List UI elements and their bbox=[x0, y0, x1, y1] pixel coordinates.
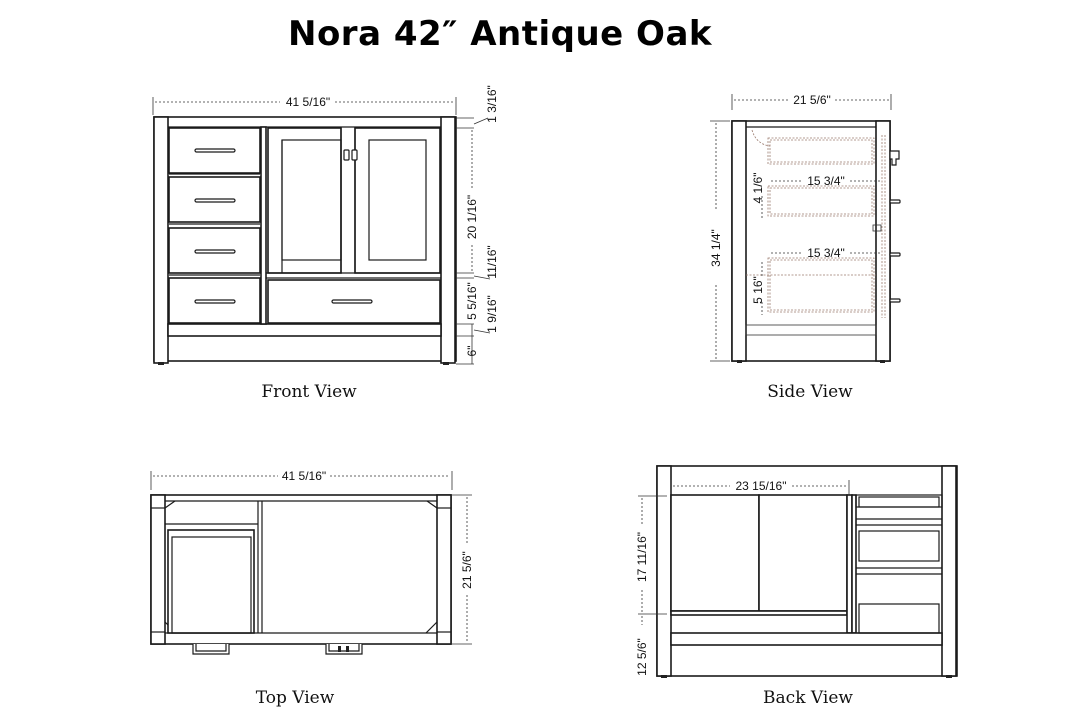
front-bottom-drawer-dim: 5 5/16" bbox=[465, 282, 479, 320]
top-width-dim: 41 5/16" bbox=[282, 469, 326, 483]
top-view: 41 5/16" 21 5/6" To bbox=[150, 469, 474, 708]
back-opening-width-dim: 23 15/16" bbox=[736, 479, 787, 493]
side-upper-drawer-height-dim: 4 1/6" bbox=[751, 173, 765, 204]
front-view: 41 5/16" bbox=[152, 85, 499, 402]
front-bottom-rail-dim: 1 9/16" bbox=[485, 295, 499, 333]
side-view-caption: Side View bbox=[767, 382, 853, 402]
side-lower-drawer-height-dim: 5 16" bbox=[751, 276, 765, 304]
side-depth-dim: 21 5/6" bbox=[793, 93, 831, 107]
side-lower-drawer-depth-dim: 15 3/4" bbox=[807, 246, 845, 260]
top-view-caption: Top View bbox=[256, 688, 335, 708]
back-base-height-dim: 12 5/6" bbox=[635, 638, 649, 676]
top-depth-dim: 21 5/6" bbox=[460, 551, 474, 589]
back-opening-height-dim: 17 11/16" bbox=[635, 532, 649, 582]
front-leg-dim: 6" bbox=[465, 346, 479, 357]
side-height-dim: 34 1/4" bbox=[709, 229, 723, 267]
front-width-dim: 41 5/16" bbox=[286, 95, 330, 109]
side-view: 21 5/6" 34 1/4" 15 3/4" 4 1/6" bbox=[709, 93, 901, 402]
page-title: Nora 42″ Antique Oak bbox=[287, 14, 713, 54]
front-top-rail-dim: 1 3/16" bbox=[485, 85, 499, 123]
front-mid-rail-dim: 11/16" bbox=[485, 245, 499, 278]
front-door-height-dim: 20 1/16" bbox=[465, 195, 479, 239]
side-upper-drawer-depth-dim: 15 3/4" bbox=[807, 174, 845, 188]
back-view-caption: Back View bbox=[763, 688, 853, 708]
front-view-caption: Front View bbox=[261, 382, 357, 402]
back-view: 23 15/16" 17 11/16" 12 5/6" Back View bbox=[635, 465, 958, 708]
